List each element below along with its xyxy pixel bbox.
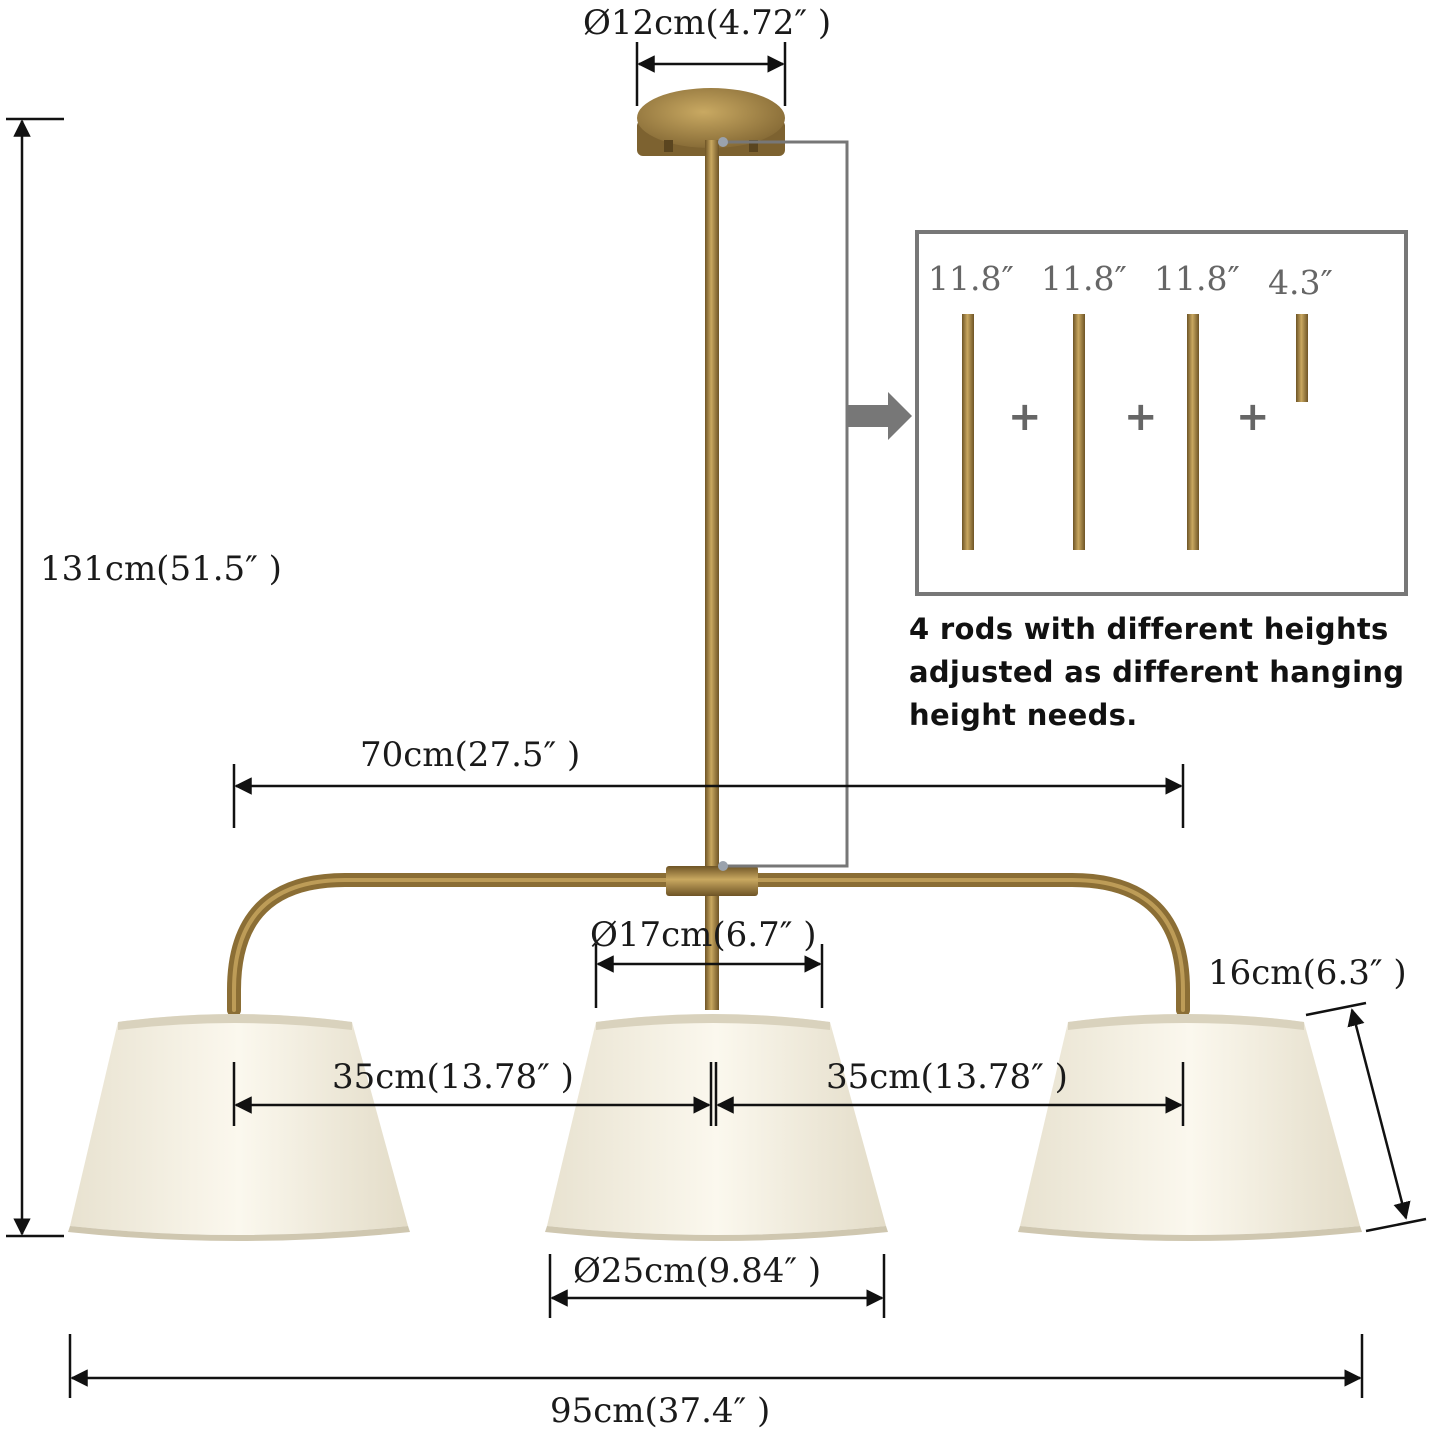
rod-callout: 11.8″ 11.8″ 11.8″ 4.3″ + + +: [718, 137, 1408, 871]
shade-center: [545, 1014, 888, 1241]
dimension-spacing-left: 35cm(13.78″ ): [232, 1057, 713, 1126]
rod-1: [962, 314, 974, 550]
dimension-shade-top: Ø17cm(6.7″ ): [590, 915, 824, 1008]
ceiling-canopy: [637, 88, 785, 156]
rod-3-length: 11.8″: [1154, 259, 1240, 298]
shade-bottom-diameter-label: Ø25cm(9.84″ ): [573, 1251, 821, 1291]
total-height-label: 131cm(51.5″ ): [40, 549, 282, 589]
dimension-shade-bottom: Ø25cm(9.84″ ): [548, 1251, 886, 1318]
rod-2: [1073, 314, 1085, 550]
canopy-diameter-label: Ø12cm(4.72″ ): [583, 3, 831, 43]
dimension-canopy: Ø12cm(4.72″ ): [583, 3, 831, 106]
right-spacing-label: 35cm(13.78″ ): [826, 1057, 1068, 1097]
dimension-total-height: 131cm(51.5″ ): [6, 117, 282, 1238]
shade-left: [68, 1014, 410, 1241]
rods-note: 4 rods with different heights adjusted a…: [909, 608, 1429, 737]
rods-note-line: adjusted as different hanging: [909, 655, 1405, 689]
total-width-label: 95cm(37.4″ ): [550, 1391, 770, 1431]
callout-arrow-icon: [847, 392, 912, 440]
dimension-spacing-right: 35cm(13.78″ ): [714, 1057, 1185, 1126]
rod-2-length: 11.8″: [1041, 259, 1127, 298]
arm-span-label: 70cm(27.5″ ): [360, 735, 580, 775]
plus-sign: +: [1124, 394, 1158, 440]
left-spacing-label: 35cm(13.78″ ): [332, 1057, 574, 1097]
rod-4-length: 4.3″: [1268, 263, 1333, 302]
dimension-arm-span: 70cm(27.5″ ): [232, 735, 1185, 828]
rods-note-line: 4 rods with different heights: [909, 612, 1389, 646]
shade-height-label: 16cm(6.3″ ): [1208, 953, 1407, 993]
shade-right: [1018, 1014, 1362, 1241]
rod-4: [1296, 314, 1308, 402]
dimension-shade-height: 16cm(6.3″ ): [1208, 953, 1427, 1233]
rods-note-line: height needs.: [909, 698, 1138, 732]
rod-1-length: 11.8″: [928, 259, 1014, 298]
plus-sign: +: [1236, 394, 1270, 440]
dimension-total-width: 95cm(37.4″ ): [68, 1334, 1364, 1431]
center-hub: [666, 866, 758, 896]
shade-top-diameter-label: Ø17cm(6.7″ ): [590, 915, 817, 955]
plus-sign: +: [1008, 394, 1042, 440]
rod-3: [1187, 314, 1199, 550]
rods-box: [915, 230, 1408, 596]
